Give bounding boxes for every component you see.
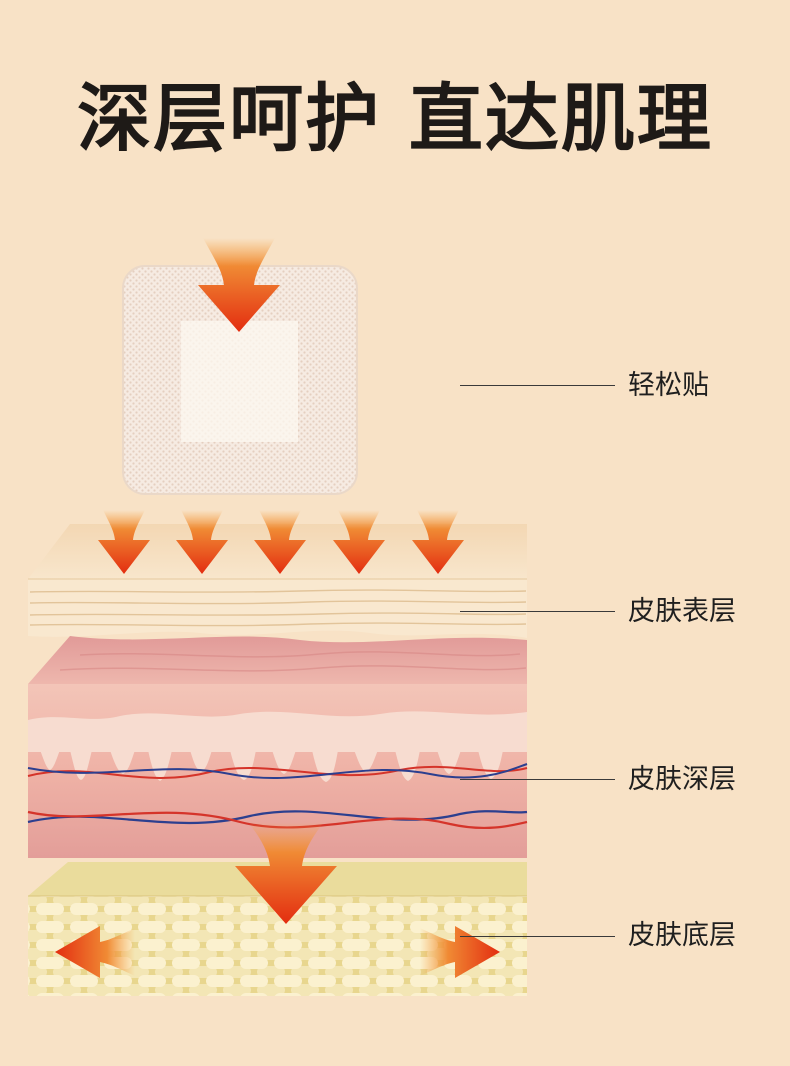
page-title: 深层呵护 直达肌理 [77, 76, 713, 162]
arrow-row [98, 510, 464, 574]
callout-line-epidermis [460, 611, 615, 612]
callout-line-hypodermis [460, 936, 615, 937]
label-hypodermis: 皮肤底层 [628, 920, 736, 951]
arrow-down-icon [254, 510, 306, 574]
arrow-down-icon [235, 822, 337, 924]
arrow-down-icon [176, 510, 228, 574]
label-dermis: 皮肤深层 [628, 764, 736, 795]
patch-illustration [122, 265, 358, 495]
label-patch: 轻松贴 [628, 370, 709, 401]
callout-line-patch [460, 385, 615, 386]
arrow-right-icon [420, 926, 500, 978]
arrow-down-icon [98, 510, 150, 574]
arrow-down-icon [333, 510, 385, 574]
arrow-down-icon [198, 238, 280, 332]
arrow-down-icon [412, 510, 464, 574]
label-epidermis: 皮肤表层 [628, 596, 736, 627]
callout-line-dermis [460, 779, 615, 780]
arrow-left-icon [55, 926, 135, 978]
